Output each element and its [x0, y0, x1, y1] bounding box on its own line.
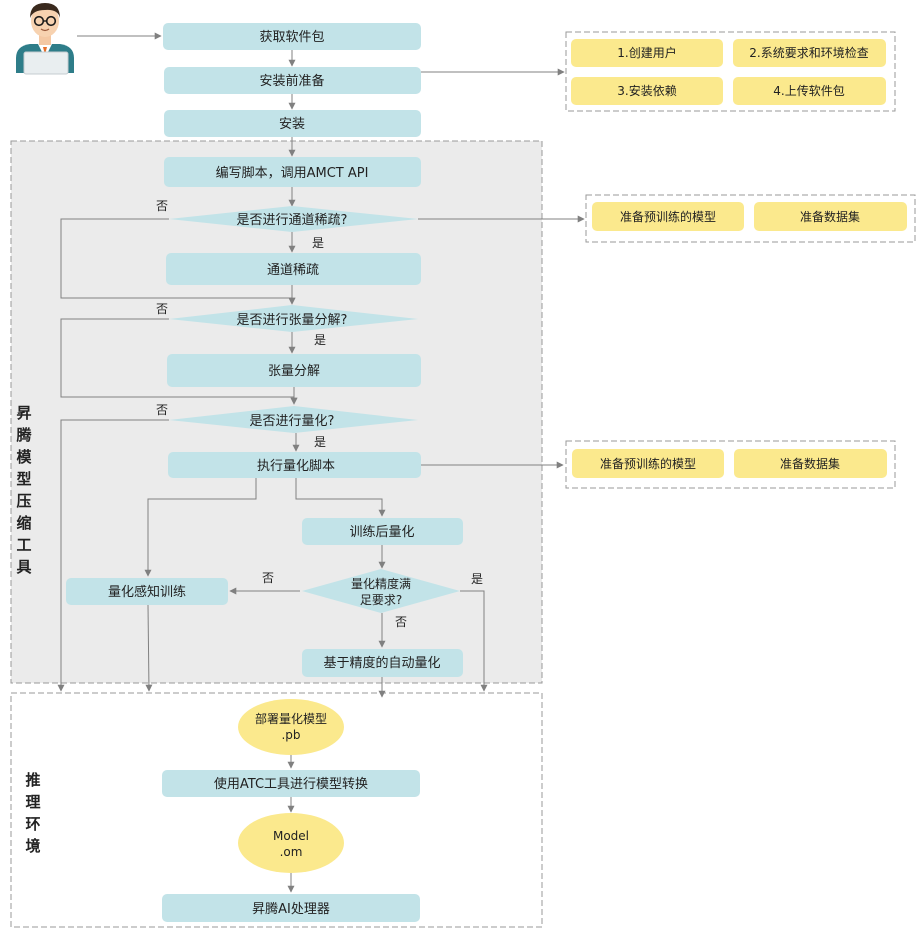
svg-text:安装前准备: 安装前准备: [259, 73, 324, 89]
svg-text:模: 模: [16, 448, 32, 466]
svg-text:训练后量化: 训练后量化: [349, 525, 414, 540]
svg-text:具: 具: [16, 558, 31, 576]
no-label-quant: 否: [156, 403, 168, 417]
decision-accuracy: 量化精度满 足要求?: [302, 569, 460, 613]
user-avatar-icon: [16, 3, 74, 75]
note-create-user: 1.创建用户: [571, 39, 723, 67]
svg-text:准备数据集: 准备数据集: [780, 456, 840, 471]
note-install-deps: 3.安装依赖: [571, 77, 723, 105]
no-label-accuracy-left: 否: [262, 571, 274, 585]
node-post-train-quant: 训练后量化: [302, 518, 463, 545]
svg-text:准备预训练的模型: 准备预训练的模型: [620, 209, 716, 224]
svg-text:4.上传软件包: 4.上传软件包: [773, 83, 844, 98]
compress-tool-label: 昇 腾 模 型 压 缩 工 具: [15, 404, 32, 576]
node-tensor-decomp: 张量分解: [167, 354, 421, 387]
svg-text:推: 推: [25, 771, 40, 789]
decision-tensor-decomp: 是否进行张量分解?: [169, 305, 418, 332]
svg-text:工: 工: [16, 536, 31, 554]
prep-notes-group: [565, 31, 896, 112]
svg-text:量化感知训练: 量化感知训练: [108, 584, 186, 600]
svg-text:是否进行量化?: 是否进行量化?: [250, 414, 335, 429]
yes-label-quant: 是: [314, 435, 326, 449]
node-get-pkg: 获取软件包: [163, 23, 421, 50]
node-pre-install: 安装前准备: [164, 67, 421, 94]
svg-text:昇腾AI处理器: 昇腾AI处理器: [252, 901, 330, 917]
node-qat: 量化感知训练: [66, 578, 228, 605]
quant-notes-group: [565, 440, 896, 489]
node-atc-convert: 使用ATC工具进行模型转换: [162, 770, 420, 797]
svg-text:准备数据集: 准备数据集: [800, 209, 860, 224]
node-auto-quant: 基于精度的自动量化: [302, 649, 463, 677]
node-write-script: 编写脚本，调用AMCT API: [164, 157, 421, 187]
decision-channel-sparse: 是否进行通道稀疏?: [169, 206, 418, 232]
channel-notes-group: [585, 194, 916, 243]
yes-label-tensor: 是: [314, 333, 326, 347]
yes-label-channel: 是: [312, 236, 324, 250]
svg-text:获取软件包: 获取软件包: [259, 30, 324, 45]
inference-env-label: 推 理 环 境: [25, 771, 40, 855]
svg-text:昇: 昇: [16, 404, 31, 422]
no-label-accuracy-down: 否: [395, 615, 407, 629]
note-quant-dataset: 准备数据集: [734, 449, 887, 478]
svg-text:执行量化脚本: 执行量化脚本: [257, 458, 335, 474]
svg-text:压: 压: [16, 492, 31, 510]
svg-text:是否进行张量分解?: 是否进行张量分解?: [237, 313, 348, 328]
note-channel-pretrained: 准备预训练的模型: [592, 202, 744, 231]
node-processor: 昇腾AI处理器: [162, 894, 420, 922]
svg-text:是否进行通道稀疏?: 是否进行通道稀疏?: [237, 213, 348, 228]
svg-text:准备预训练的模型: 准备预训练的模型: [600, 456, 696, 471]
svg-text:编写脚本，调用AMCT API: 编写脚本，调用AMCT API: [216, 165, 369, 181]
note-quant-pretrained: 准备预训练的模型: [572, 449, 724, 478]
node-channel-sparse: 通道稀疏: [166, 253, 421, 285]
node-exec-quant: 执行量化脚本: [168, 452, 421, 478]
note-channel-dataset: 准备数据集: [754, 202, 907, 231]
svg-text:3.安装依赖: 3.安装依赖: [617, 83, 676, 98]
svg-text:安装: 安装: [279, 117, 305, 132]
node-model-om: Model .om: [238, 813, 344, 873]
yes-label-accuracy: 是: [471, 572, 483, 586]
svg-text:Model: Model: [273, 829, 309, 843]
svg-text:使用ATC工具进行模型转换: 使用ATC工具进行模型转换: [214, 776, 368, 792]
svg-text:部署量化模型: 部署量化模型: [255, 711, 327, 726]
decision-quant: 是否进行量化?: [169, 406, 418, 433]
svg-text:理: 理: [25, 793, 40, 811]
svg-text:足要求?: 足要求?: [360, 593, 402, 607]
svg-text:通道稀疏: 通道稀疏: [267, 263, 319, 278]
svg-text:腾: 腾: [15, 426, 32, 444]
no-label-tensor: 否: [156, 302, 168, 316]
svg-text:境: 境: [25, 837, 40, 855]
node-install: 安装: [164, 110, 421, 137]
svg-text:1.创建用户: 1.创建用户: [617, 45, 676, 60]
connectors: [57, 32, 585, 893]
svg-text:型: 型: [16, 470, 31, 488]
note-sys-check: 2.系统要求和环境检查: [733, 39, 886, 67]
no-label-channel: 否: [156, 199, 168, 213]
node-deploy-model: 部署量化模型 .pb: [238, 699, 344, 755]
svg-text:.om: .om: [280, 845, 303, 859]
svg-text:缩: 缩: [16, 514, 31, 532]
svg-text:2.系统要求和环境检查: 2.系统要求和环境检查: [749, 45, 868, 60]
svg-text:环: 环: [25, 815, 40, 833]
svg-text:基于精度的自动量化: 基于精度的自动量化: [323, 655, 440, 671]
svg-text:张量分解: 张量分解: [268, 364, 320, 379]
svg-text:量化精度满: 量化精度满: [351, 576, 411, 591]
svg-text:.pb: .pb: [281, 728, 300, 742]
note-upload-pkg: 4.上传软件包: [733, 77, 886, 105]
